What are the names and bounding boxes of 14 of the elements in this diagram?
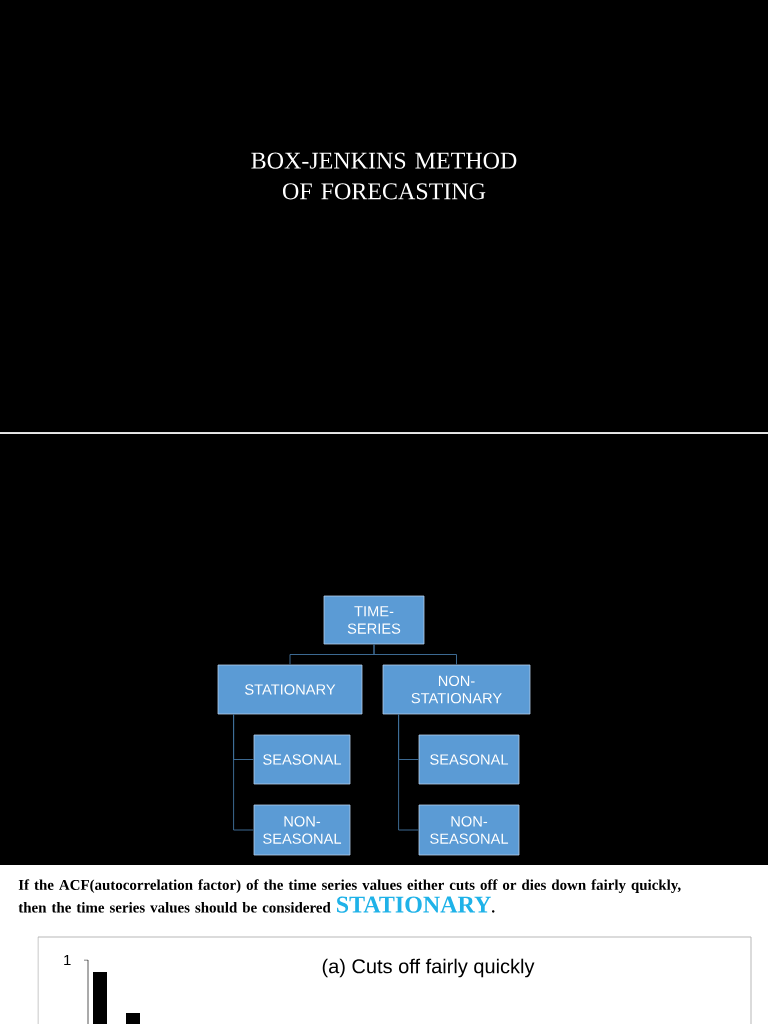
category-box: SEASONAL: [418, 734, 520, 785]
connector-line: [373, 643, 457, 666]
category-box: TIME-SERIES: [323, 595, 425, 645]
category-box: STATIONARY: [217, 664, 363, 715]
slide-title: BOX-JENKINS METHOD OF FORECASTING: [251, 152, 517, 200]
connector-line: [233, 713, 255, 831]
category-box: NON-STATIONARY: [382, 664, 531, 715]
chart-title: (a) Cuts off fairly quickly: [322, 958, 535, 978]
category-box: NON-SEASONAL: [253, 804, 351, 856]
paragraph: If the ACF(autocorrelation factor) of the time series values either cuts off or dies down fairly quickly, then the time series values should be considered STATIONARY.: [18, 879, 681, 913]
category-box: NON-SEASONAL: [418, 804, 520, 856]
axis-tick-label: 1: [64, 955, 71, 966]
category-box: SEASONAL: [253, 734, 351, 785]
connector-line: [398, 713, 420, 831]
